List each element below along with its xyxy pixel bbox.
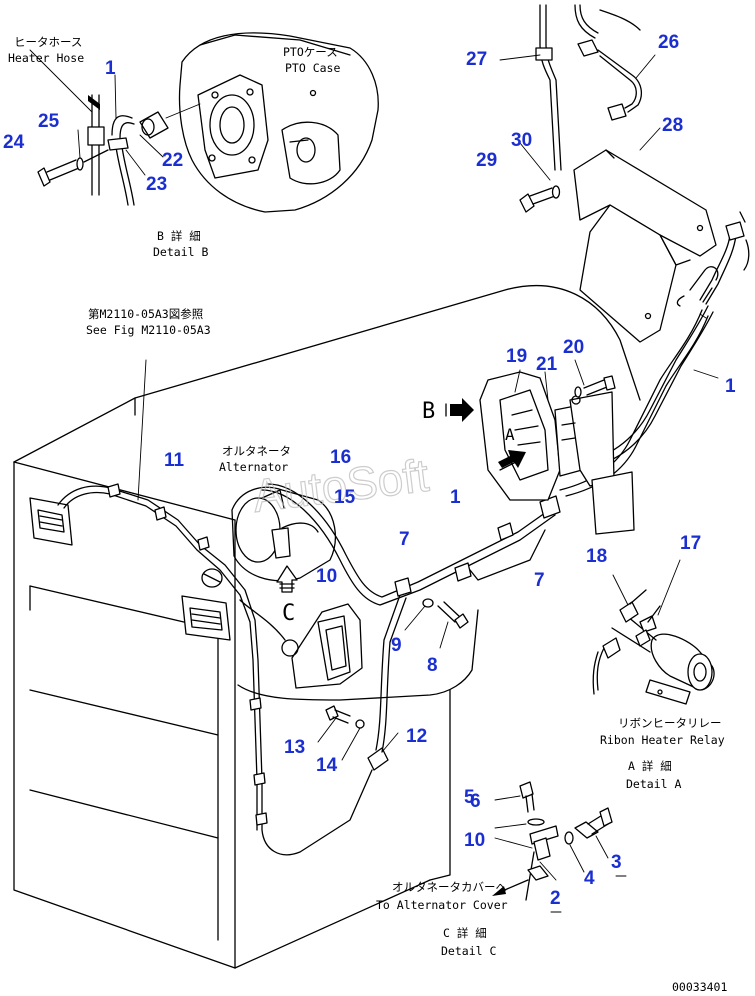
reference-label-jp: 第M2110-05A3図参照 [88, 307, 203, 321]
alternator-label-en: Alternator [219, 460, 288, 474]
housing-drawing [13, 285, 641, 969]
callout-10-main: 10 [316, 566, 337, 587]
callout-23: 23 [146, 174, 167, 195]
callout-7-left: 7 [399, 529, 410, 550]
callout-1: 1 [105, 58, 116, 79]
relay-label-en: Ribon Heater Relay [600, 733, 725, 747]
detail-c-drawing [492, 781, 627, 913]
callout-11: 11 [164, 450, 185, 471]
callout-17: 17 [680, 533, 701, 554]
callout-4: 4 [584, 868, 595, 889]
callout-14: 14 [316, 755, 338, 776]
bolts-drawing [317, 598, 469, 761]
callout-29: 29 [476, 150, 497, 171]
text-labels: ヒータホース Heater Hose PTOケース PTO Case B 詳 細… [8, 35, 727, 994]
callout-9: 9 [391, 635, 402, 656]
callout-13: 13 [284, 737, 305, 758]
heater-hose-label-jp: ヒータホース [14, 35, 82, 49]
callout-30: 30 [511, 130, 532, 151]
detail-c-title-en: Detail C [441, 944, 496, 958]
callout-18: 18 [586, 546, 607, 567]
detail-a-title-jp: A 詳 細 [628, 759, 672, 773]
callout-16: 16 [330, 447, 351, 468]
callout-12: 12 [406, 726, 427, 747]
detail-b-title-en: Detail B [153, 245, 208, 259]
cover-label-jp: オルタネータカバーへ [392, 880, 507, 894]
callout-27: 27 [466, 49, 487, 70]
callout-21: 21 [536, 354, 558, 375]
detail-a-drawing [592, 559, 715, 705]
heater-hose-label-en: Heater Hose [8, 51, 84, 65]
drawing-number: 00033401 [672, 980, 727, 994]
callout-3: 3 [611, 852, 622, 873]
callout-2: 2 [550, 888, 561, 909]
callout-5: 5 [464, 787, 475, 808]
view-letter-b: B [422, 399, 435, 424]
callout-19: 19 [506, 346, 527, 367]
callout-28: 28 [662, 115, 683, 136]
cover-label-en: To Alternator Cover [376, 898, 508, 912]
callout-7-right: 7 [534, 570, 545, 591]
pto-case-label-en: PTO Case [285, 61, 340, 75]
callout-24: 24 [3, 132, 25, 153]
callout-22: 22 [162, 150, 183, 171]
bracket-28-drawing [499, 4, 750, 343]
relay-label-jp: リボンヒータリレー [618, 716, 722, 730]
callout-numbers: 1 25 24 22 23 27 26 28 30 29 1 19 21 20 … [3, 32, 736, 909]
harness-left-drawing [57, 359, 407, 856]
callout-1-center: 1 [450, 487, 461, 508]
detail-b-drawing [29, 32, 379, 213]
callout-8: 8 [427, 655, 438, 676]
callout-1-right: 1 [725, 376, 736, 397]
pto-case-label-jp: PTOケース [283, 45, 338, 59]
view-letter-a: A [505, 425, 515, 444]
reference-label-en: See Fig M2110-05A3 [86, 323, 211, 337]
detail-c-title-jp: C 詳 細 [443, 926, 487, 940]
callout-20: 20 [563, 337, 584, 358]
detail-b-title-jp: B 詳 細 [157, 229, 201, 243]
alternator-drawing [231, 486, 363, 689]
detail-a-title-en: Detail A [626, 777, 681, 791]
callout-6: 6 [470, 791, 481, 812]
pto-assembly-drawing [445, 359, 635, 535]
callout-10-detail: 10 [464, 830, 485, 851]
alternator-label-jp: オルタネータ [222, 444, 291, 458]
callout-25: 25 [38, 111, 60, 132]
callout-15: 15 [334, 487, 356, 508]
view-letter-c: C [282, 601, 295, 626]
callout-26: 26 [658, 32, 679, 53]
